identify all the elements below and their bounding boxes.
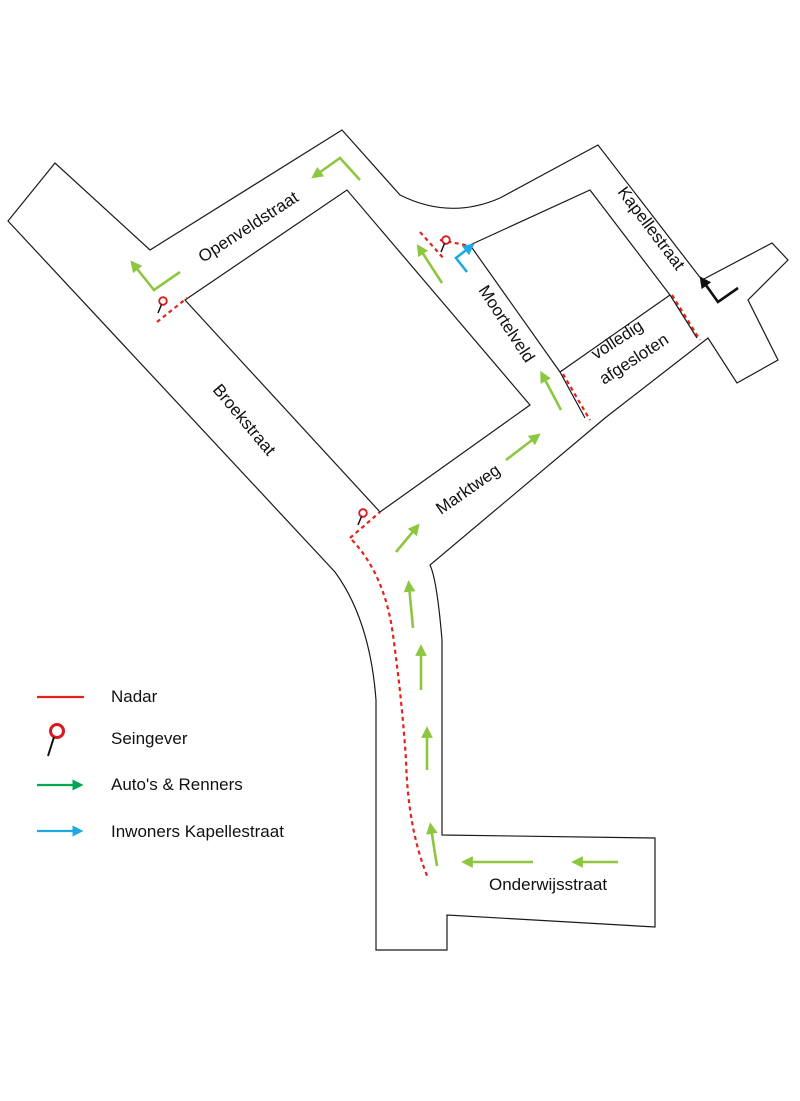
nadar-moortel-1 xyxy=(419,231,446,261)
arrow-icon xyxy=(426,822,439,867)
arrow-icon xyxy=(130,260,181,292)
legend: Nadar Seingever Auto's & Renners Inwoner… xyxy=(37,687,284,841)
legend-inwoners-label: Inwoners Kapellestraat xyxy=(111,822,284,841)
arrow-icon xyxy=(454,243,475,273)
volledig-afgesloten-road xyxy=(559,294,698,419)
arrow-icon xyxy=(416,244,444,284)
road-network xyxy=(7,129,789,951)
route-arrows xyxy=(130,156,739,868)
block-left xyxy=(184,189,531,513)
legend-nadar-label: Nadar xyxy=(111,687,158,706)
legend-seingever-label: Seingever xyxy=(111,729,188,748)
nadar-marktweg xyxy=(349,511,381,539)
arrow-icon xyxy=(311,156,361,181)
nadar-kapelle xyxy=(671,294,701,341)
arrow-icon xyxy=(540,370,563,411)
arrow-icon xyxy=(403,580,416,629)
nadar-afgesloten xyxy=(562,373,591,421)
nadar-openveld xyxy=(156,297,188,323)
street-label-onderwijsstraat: Onderwijsstraat xyxy=(489,875,607,894)
nadar-broekstraat xyxy=(351,539,430,879)
seingevers xyxy=(157,235,451,526)
seingever-icon xyxy=(357,508,368,526)
seingever-icon xyxy=(440,235,451,253)
arrow-icon xyxy=(395,523,420,553)
legend-autos-label: Auto's & Renners xyxy=(111,775,243,794)
legend-seingever-icon xyxy=(47,723,65,757)
arrow-icon xyxy=(699,276,739,304)
seingever-icon xyxy=(157,296,168,314)
arrow-icon xyxy=(505,433,541,462)
